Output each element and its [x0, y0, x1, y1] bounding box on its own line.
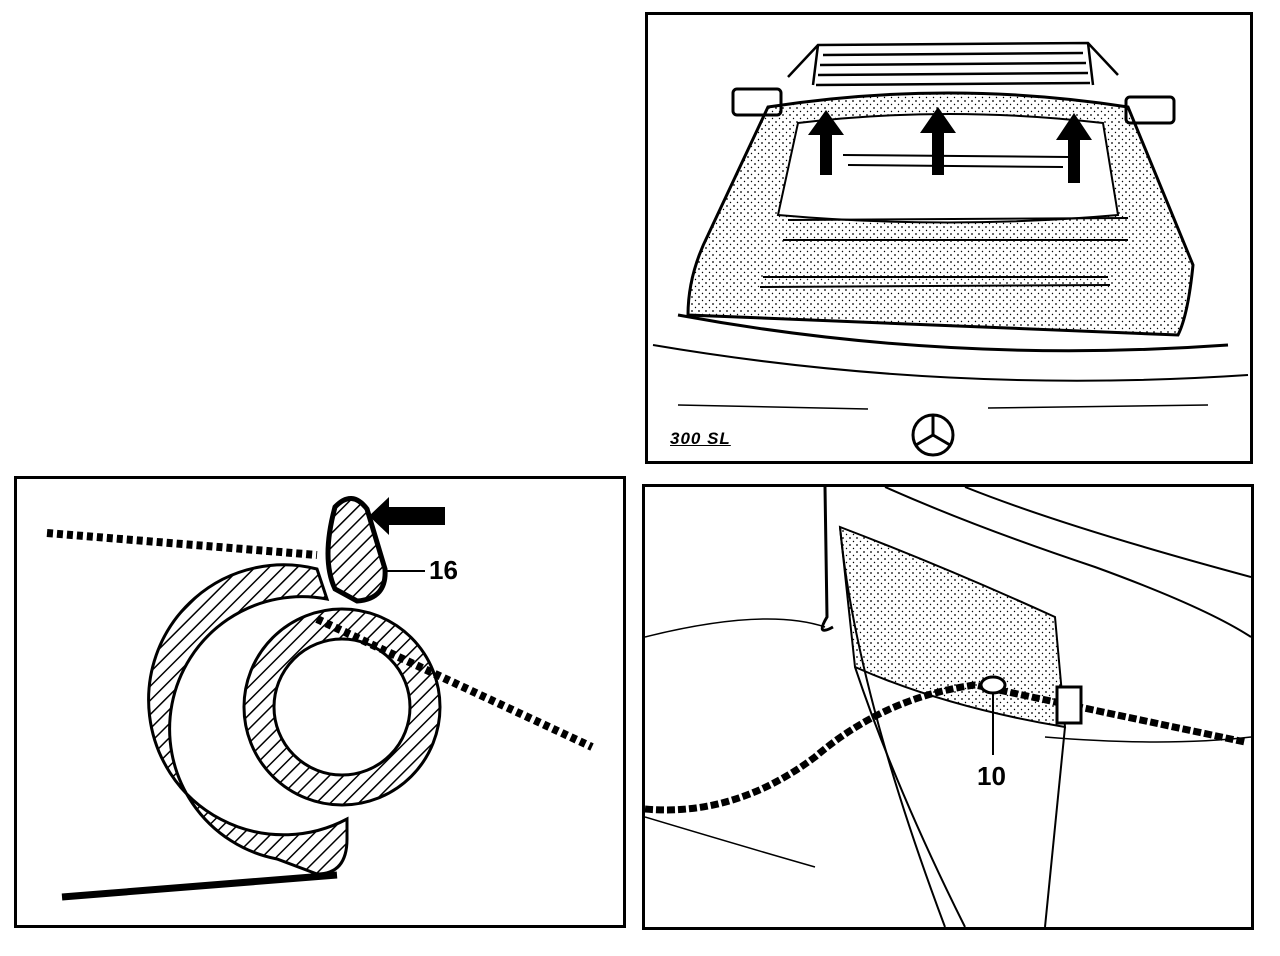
cable-drawing: [645, 487, 1251, 927]
callout-10: 10: [977, 761, 1006, 791]
fabric-strand: [315, 615, 594, 751]
tension-cable: [645, 681, 1246, 814]
mercedes-star-icon: [911, 413, 955, 457]
section-view-panel: 16: [14, 476, 626, 928]
left-mirror: [731, 87, 783, 117]
eyelet-10: [979, 675, 1007, 695]
fabric-upper: [46, 529, 318, 559]
arrow-up-icon: [808, 110, 844, 175]
arrow-left-icon: [369, 497, 445, 535]
rear-window: [776, 113, 1120, 224]
arrow-up-icon: [1056, 113, 1092, 183]
rear-view-panel: 300 SL: [645, 12, 1253, 464]
outer-profile: [147, 563, 349, 876]
bottom-sheet: [61, 871, 338, 901]
model-badge: 300 SL: [670, 429, 731, 448]
section-drawing: [46, 496, 594, 901]
cable-clip: [1055, 685, 1083, 725]
rear-view-drawing: [652, 41, 1249, 457]
arrow-up-icon: [920, 107, 956, 175]
callout-16: 16: [429, 555, 458, 585]
cable-view-panel: 10: [642, 484, 1254, 930]
roll-bar: [787, 41, 1119, 87]
lift-arrows: [808, 107, 1092, 183]
fabric-area: [838, 525, 1067, 729]
seal-16: [325, 496, 388, 604]
trunk-lid: [652, 344, 1249, 382]
inner-hole: [272, 637, 412, 777]
